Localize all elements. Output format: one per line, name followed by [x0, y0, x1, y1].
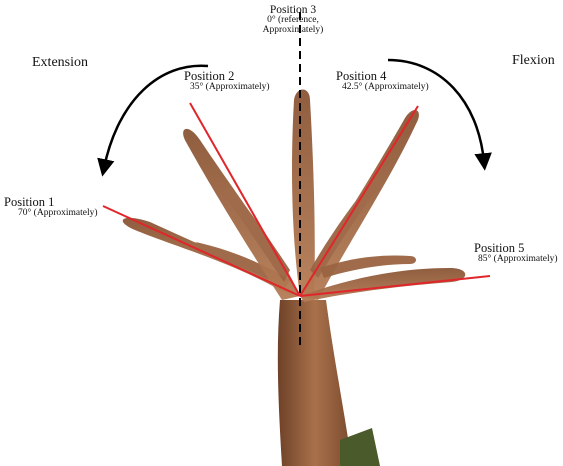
position-3-label: Position 3 0° (reference, Approximately): [248, 4, 338, 36]
position-5-label: Position 5 85° (Approximately): [474, 242, 558, 265]
position-4-angle: 42.5° (Approximately): [342, 83, 429, 93]
position-1-angle: 70° (Approximately): [18, 209, 98, 219]
position-4-label: Position 4 42.5° (Approximately): [336, 70, 429, 93]
position-2-angle: 35° (Approximately): [190, 83, 270, 93]
position-5-angle: 85° (Approximately): [478, 255, 558, 265]
extension-label: Extension: [32, 56, 88, 71]
position-2-label: Position 2 35° (Approximately): [184, 70, 270, 93]
position-1-label: Position 1 70° (Approximately): [4, 196, 98, 219]
hand-position-3: [292, 90, 315, 297]
position-3-angle-line-2: Approximately): [248, 26, 338, 36]
flexion-label: Flexion: [512, 54, 555, 69]
hand-position-2: [183, 129, 300, 300]
